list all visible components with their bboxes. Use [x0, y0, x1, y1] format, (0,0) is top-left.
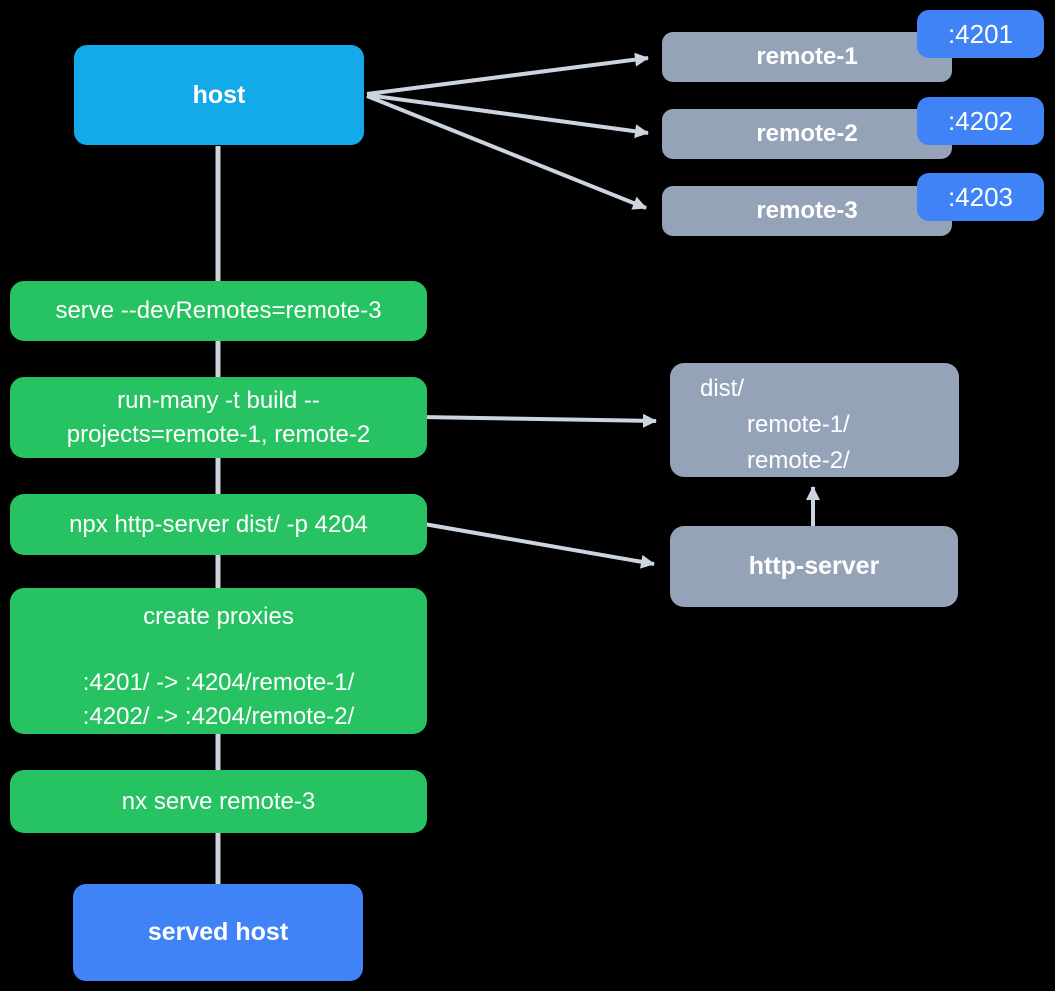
served-host-label: served host: [147, 918, 289, 946]
command-create-proxies: create proxies :4201/ -> :4204/remote-1/…: [10, 588, 427, 734]
node-served-host: served host: [73, 884, 363, 981]
arrow-npx-to-http-server: [423, 522, 655, 569]
dist-entry-remote-2: remote-2/: [747, 447, 850, 474]
command-serve-text: serve --devRemotes=remote-3: [55, 297, 382, 324]
port-4203-label: :4203: [947, 181, 1014, 212]
port-badge-4203: :4203: [917, 173, 1044, 221]
node-dist-folder: dist/ remote-1/ remote-2/: [670, 363, 959, 477]
port-4202-label: :4202: [947, 105, 1014, 136]
command-npx-text: npx http-server dist/ -p 4204: [69, 510, 368, 538]
port-badge-4202: :4202: [917, 97, 1044, 145]
create-proxies-title: create proxies: [143, 603, 294, 630]
command-npx-http-server: npx http-server dist/ -p 4204: [10, 494, 427, 555]
arrow-build-to-dist: [419, 413, 657, 428]
remote-3-label: remote-3: [756, 197, 858, 224]
dist-title: dist/: [700, 375, 745, 402]
command-build-line-1: run-many -t build --: [117, 386, 320, 414]
dist-entry-remote-1: remote-1/: [747, 411, 850, 438]
port-badge-4201: :4201: [917, 10, 1044, 58]
http-server-label: http-server: [748, 552, 880, 580]
node-remote-3: remote-3: [662, 186, 952, 236]
node-http-server: http-server: [670, 526, 958, 607]
proxy-mapping-2: :4202/ -> :4204/remote-2/: [82, 703, 355, 730]
node-remote-1: remote-1: [662, 32, 952, 82]
command-nxserve-text: nx serve remote-3: [121, 787, 316, 815]
node-remote-2: remote-2: [662, 109, 952, 159]
command-serve-devremotes: serve --devRemotes=remote-3: [10, 281, 427, 341]
port-4201-label: :4201: [947, 18, 1014, 49]
remote-2-label: remote-2: [756, 120, 858, 147]
proxy-mapping-1: :4201/ -> :4204/remote-1/: [82, 669, 355, 696]
command-build-line-2: projects=remote-1, remote-2: [66, 420, 371, 448]
arrow-host-to-remote-1: [366, 52, 649, 96]
command-nx-serve-remote-3: nx serve remote-3: [10, 770, 427, 833]
arrow-host-to-remote-2: [366, 93, 649, 139]
host-label: host: [192, 80, 246, 109]
node-host: host: [74, 45, 364, 145]
command-run-many-build: run-many -t build -- projects=remote-1, …: [10, 377, 427, 458]
remote-1-label: remote-1: [756, 43, 858, 70]
arrow-host-to-remote-3: [366, 94, 647, 210]
